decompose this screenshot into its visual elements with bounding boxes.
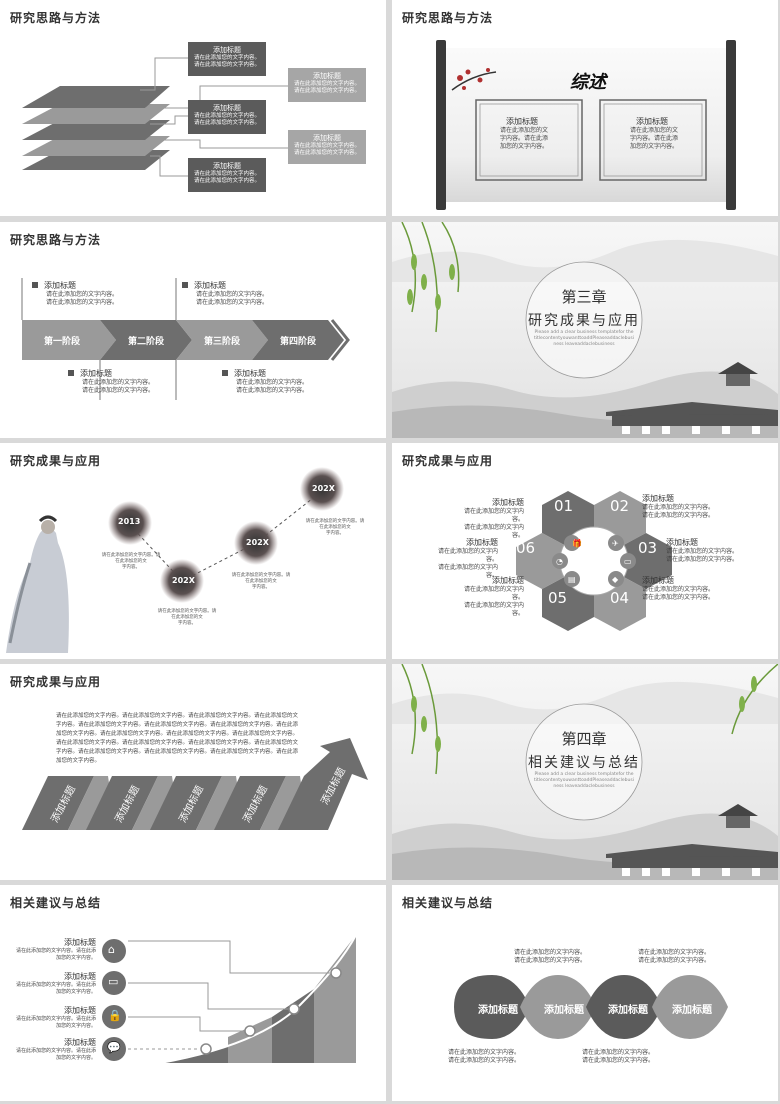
blob-2: 添加标题 (544, 1005, 584, 1016)
year-note-3: 请在此添加您的文字内容。请在此添加您的文字内容。 (231, 573, 291, 590)
stage-note-3: 添加标题 请在此添加您的文字内容。 请在此添加您的文字内容。 (68, 368, 154, 395)
slide-9[interactable]: 相关建议与总结 ⌂ ▭ 🔒 💬 添加标题 请在此添加您的文字内容。请在此添 加您… (0, 885, 386, 1101)
slide-8[interactable]: 第四章 相关建议与总结 Please add a clear business … (392, 664, 778, 880)
hex-number-04: 04 (610, 589, 630, 607)
slide-4[interactable]: 第三章 研究成果与应用 Please add a clear business … (392, 222, 778, 438)
zigzag-arrow-graphic (22, 738, 368, 830)
info-box-3: 添加标题 请在此添加您的文字内容。 请在此添加您的文字内容。 (188, 100, 266, 134)
year-4: 202X (312, 484, 335, 493)
hex-number-03: 03 (638, 539, 658, 557)
hex-item-1: 添加标题 请在此添加您的文字内容。 请在此添加您的文字内容。 (463, 498, 524, 539)
growth-item-2: 添加标题 请在此添加您的文字内容。请在此添 加您的文字内容。 (15, 972, 96, 995)
ink-landscape-graphic (392, 664, 778, 880)
hex-number-02: 02 (610, 497, 630, 515)
year-1: 2013 (118, 517, 141, 526)
chart-icon: ◔ (556, 557, 563, 566)
hex-number-06: 06 (516, 539, 536, 557)
blob-note-2: 请在此添加您的文字内容。 请在此添加您的文字内容。 (638, 949, 711, 964)
scroll-heading: 综述 (570, 72, 606, 93)
slide-title: 研究思路与方法 (402, 11, 494, 25)
slide-title: 相关建议与总结 (402, 896, 494, 910)
bullet-square-icon (68, 370, 74, 376)
chat-icon: 💬 (107, 1041, 121, 1054)
blob-note-1: 请在此添加您的文字内容。 请在此添加您的文字内容。 (514, 949, 587, 964)
chapter-subtitle: Please add a clear business templatefor … (534, 330, 634, 347)
card-icon: ▤ (568, 575, 576, 584)
year-note-1: 请在此添加您的文字内容。请在此添加您的文字内容。 (101, 553, 161, 570)
blob-note-4: 请在此添加您的文字内容。 请在此添加您的文字内容。 (582, 1049, 655, 1064)
stage-arrows-graphic (21, 278, 350, 400)
slide-2[interactable]: 研究思路与方法 综述 添加标题 请在此添加您的文 字内容。请在此添 加您的文字内… (392, 0, 778, 216)
stacked-layers-graphic (22, 57, 288, 177)
gift-icon: 🎁 (572, 539, 582, 548)
hex-item-4: 添加标题 请在此添加您的文字内容。 请在此添加您的文字内容。 (642, 576, 715, 601)
info-box-1: 添加标题 请在此添加您的文字内容。 请在此添加您的文字内容。 (188, 42, 266, 76)
slide-title: 研究思路与方法 (10, 233, 102, 247)
scroll-graphic (436, 40, 736, 210)
ink-landscape-graphic (392, 222, 778, 438)
chapter-number: 第三章 (561, 288, 607, 306)
slide-title: 研究思路与方法 (10, 11, 102, 25)
hex-item-6: 添加标题 请在此添加您的文字内容。 请在此添加您的文字内容。 (437, 538, 498, 579)
slide-10[interactable]: 相关建议与总结 添加标题 添加标题 添加标题 添加标题 请在此添加您的文字内容。… (392, 885, 778, 1101)
stage-note-4: 添加标题 请在此添加您的文字内容。 请在此添加您的文字内容。 (222, 368, 308, 395)
hexagon-ring-graphic (516, 491, 672, 631)
slide-1[interactable]: 研究思路与方法 添加标题 请在此添加您的文字内容。 请在此添加您的文字内容。 添… (0, 0, 386, 216)
info-box-4: 添加标题 请在此添加您的文字内容。 请在此添加您的文字内容。 (288, 130, 366, 164)
year-note-2: 请在此添加您的文字内容。请在此添加您的文字内容。 (157, 609, 217, 626)
slide-title: 研究成果与应用 (402, 454, 494, 468)
bullet-square-icon (222, 370, 228, 376)
growth-item-4: 添加标题 请在此添加您的文字内容。请在此添 加您的文字内容。 (15, 1038, 96, 1061)
stage-3: 第三阶段 (204, 337, 241, 347)
hex-number-01: 01 (554, 497, 574, 515)
year-note-4: 请在此添加您的文字内容。请在此添加您的文字内容。 (305, 519, 365, 536)
lock-icon: 🔒 (108, 1009, 122, 1022)
growth-curve-graphic (102, 934, 357, 1064)
bullet-square-icon (32, 282, 38, 288)
growth-item-3: 添加标题 请在此添加您的文字内容。请在此添 加您的文字内容。 (15, 1006, 96, 1029)
stage-2: 第二阶段 (128, 337, 165, 347)
bullet-square-icon (182, 282, 188, 288)
year-2: 202X (172, 576, 195, 585)
frame-1: 添加标题 请在此添加您的文 字内容。请在此添 加您的文字内容。 (500, 117, 549, 150)
hex-number-05: 05 (548, 589, 568, 607)
hex-item-3: 添加标题 请在此添加您的文字内容。 请在此添加您的文字内容。 (666, 538, 739, 563)
slide-title: 研究成果与应用 (10, 675, 102, 689)
slide-3[interactable]: 研究思路与方法 第一阶段 第二阶段 第三阶段 第四阶段 添加标题 请在此添加您的… (0, 222, 386, 438)
slide-title: 研究成果与应用 (10, 454, 102, 468)
blob-note-3: 请在此添加您的文字内容。 请在此添加您的文字内容。 (448, 1049, 521, 1064)
tag-icon: ◆ (612, 575, 619, 584)
blob-4: 添加标题 (672, 1005, 712, 1016)
growth-item-1: 添加标题 请在此添加您的文字内容。请在此添 加您的文字内容。 (15, 938, 96, 961)
stage-note-1: 添加标题 请在此添加您的文字内容。 请在此添加您的文字内容。 (32, 280, 118, 307)
timeline-graphic (6, 467, 344, 653)
battery-icon: ▭ (108, 975, 119, 988)
chapter-heading: 研究成果与应用 (528, 313, 640, 329)
chapter-subtitle: Please add a clear business templatefor … (534, 772, 634, 789)
info-box-2: 添加标题 请在此添加您的文字内容。 请在此添加您的文字内容。 (288, 68, 366, 102)
blob-3: 添加标题 (608, 1005, 648, 1016)
info-box-5: 添加标题 请在此添加您的文字内容。 请在此添加您的文字内容。 (188, 158, 266, 192)
slide-5[interactable]: 研究成果与应用 2013 202X 202X 202X 请在此添加您的文字内容。… (0, 443, 386, 659)
stage-4: 第四阶段 (280, 337, 317, 347)
blob-1: 添加标题 (478, 1005, 518, 1016)
chapter-number: 第四章 (561, 730, 607, 748)
blob-chain-graphic (454, 975, 728, 1039)
year-3: 202X (246, 538, 269, 547)
stage-1: 第一阶段 (44, 337, 81, 347)
hex-item-2: 添加标题 请在此添加您的文字内容。 请在此添加您的文字内容。 (642, 494, 715, 519)
slide-title: 相关建议与总结 (10, 896, 102, 910)
home-icon: ⌂ (108, 943, 115, 956)
paragraph: 请在此添加您的文字内容。请在此添加您的文字内容。请在此添加您的文字内容。请在此添… (56, 713, 299, 764)
chapter-heading: 相关建议与总结 (528, 755, 640, 771)
hex-item-5: 添加标题 请在此添加您的文字内容。 请在此添加您的文字内容。 (463, 576, 524, 617)
plane-icon: ✈ (612, 539, 619, 548)
slide-7[interactable]: 研究成果与应用 请在此添加您的文字内容。请在此添加您的文字内容。请在此添加您的文… (0, 664, 386, 880)
frame-2: 添加标题 请在此添加您的文 字内容。请在此添 加您的文字内容。 (630, 117, 679, 150)
stage-note-2: 添加标题 请在此添加您的文字内容。 请在此添加您的文字内容。 (182, 280, 268, 307)
slide-6[interactable]: 研究成果与应用 01 02 03 04 05 06 🎁 ✈ ▭ ◆ ▤ ◔ 添加… (392, 443, 778, 659)
folder-icon: ▭ (624, 557, 632, 566)
